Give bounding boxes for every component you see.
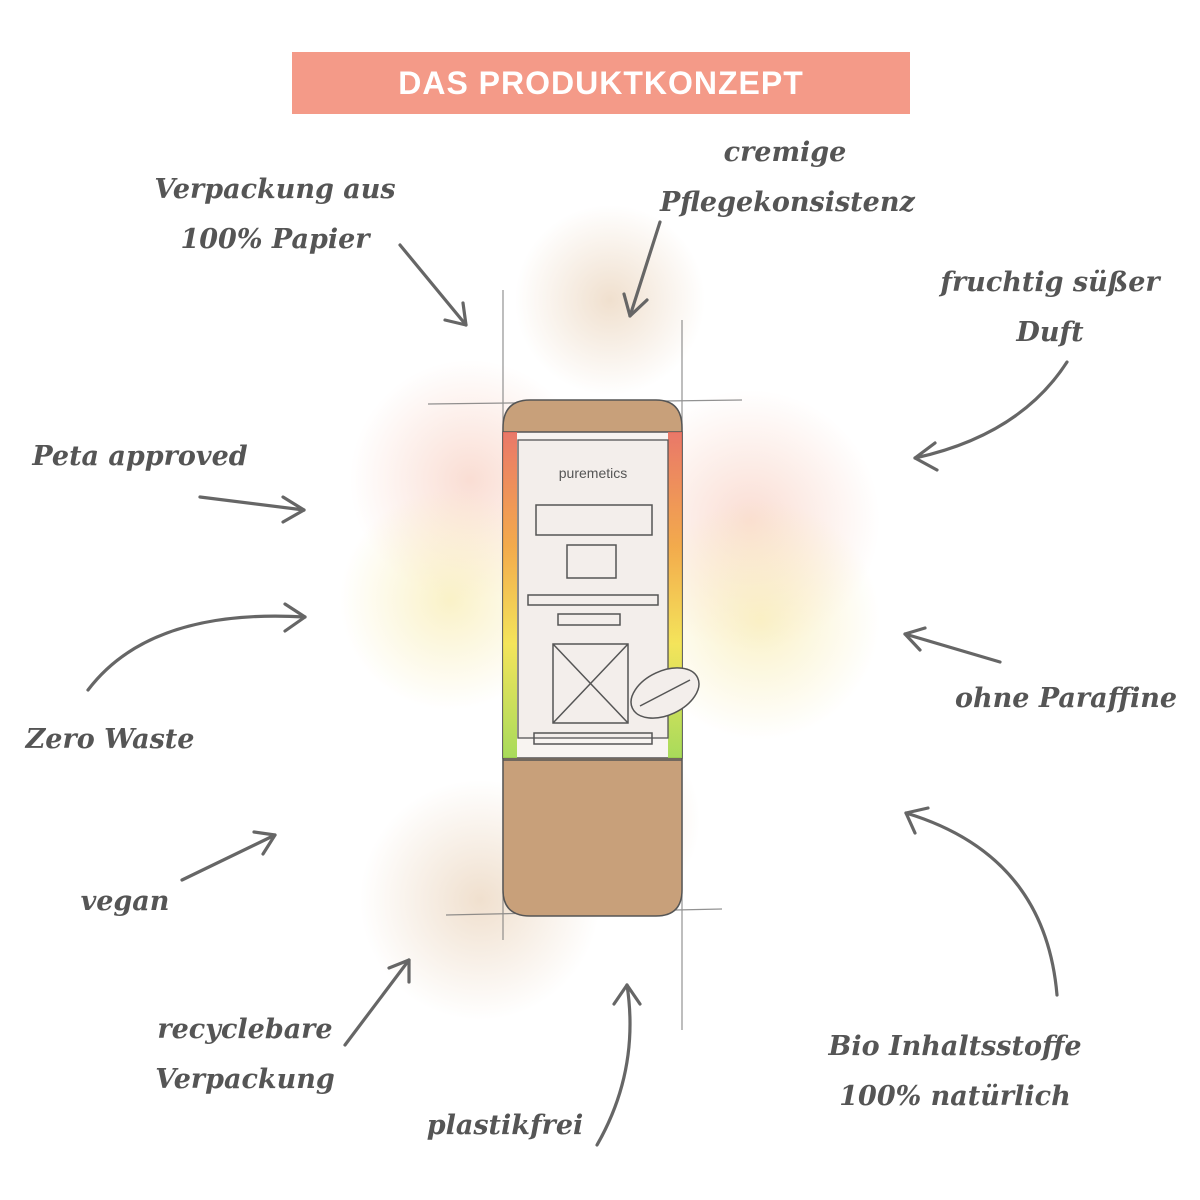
- label-vegan: vegan: [80, 886, 170, 917]
- arrow-icon: [198, 495, 306, 524]
- label-paper-packaging: Verpackung aus 100% Papier: [154, 174, 396, 255]
- watercolor-blob: [640, 500, 880, 740]
- brand-name: puremetics: [559, 465, 627, 481]
- packaging-tube: puremetics: [502, 399, 700, 917]
- arrow-icon: [622, 220, 662, 318]
- arrow-icon: [180, 830, 277, 882]
- label-no-paraffin: ohne Paraffine: [955, 683, 1178, 714]
- arrow-icon: [913, 360, 1069, 472]
- label-organic-ingredients: Bio Inhaltsstoffe 100% natürlich: [828, 1031, 1082, 1112]
- arrow-icon: [86, 602, 307, 692]
- label-zero-waste: Zero Waste: [25, 724, 195, 755]
- title-banner: DAS PRODUKTKONZEPT: [292, 52, 910, 114]
- label-fruity-scent: fruchtig süßer Duft: [940, 267, 1160, 348]
- label-creamy-consistency: cremige Pflegekonsistenz: [660, 137, 915, 218]
- arrow-icon: [398, 243, 468, 327]
- watercolor-blob: [515, 205, 705, 395]
- label-peta-approved: Peta approved: [32, 441, 248, 472]
- page-title: DAS PRODUKTKONZEPT: [398, 64, 804, 101]
- arrow-icon: [903, 626, 1002, 664]
- label-recyclable-packaging: recyclebare Verpackung: [155, 1014, 335, 1095]
- arrow-icon: [343, 958, 411, 1047]
- arrow-icon: [904, 806, 1059, 997]
- arrow-icon: [595, 983, 642, 1147]
- label-plastic-free: plastikfrei: [426, 1110, 584, 1141]
